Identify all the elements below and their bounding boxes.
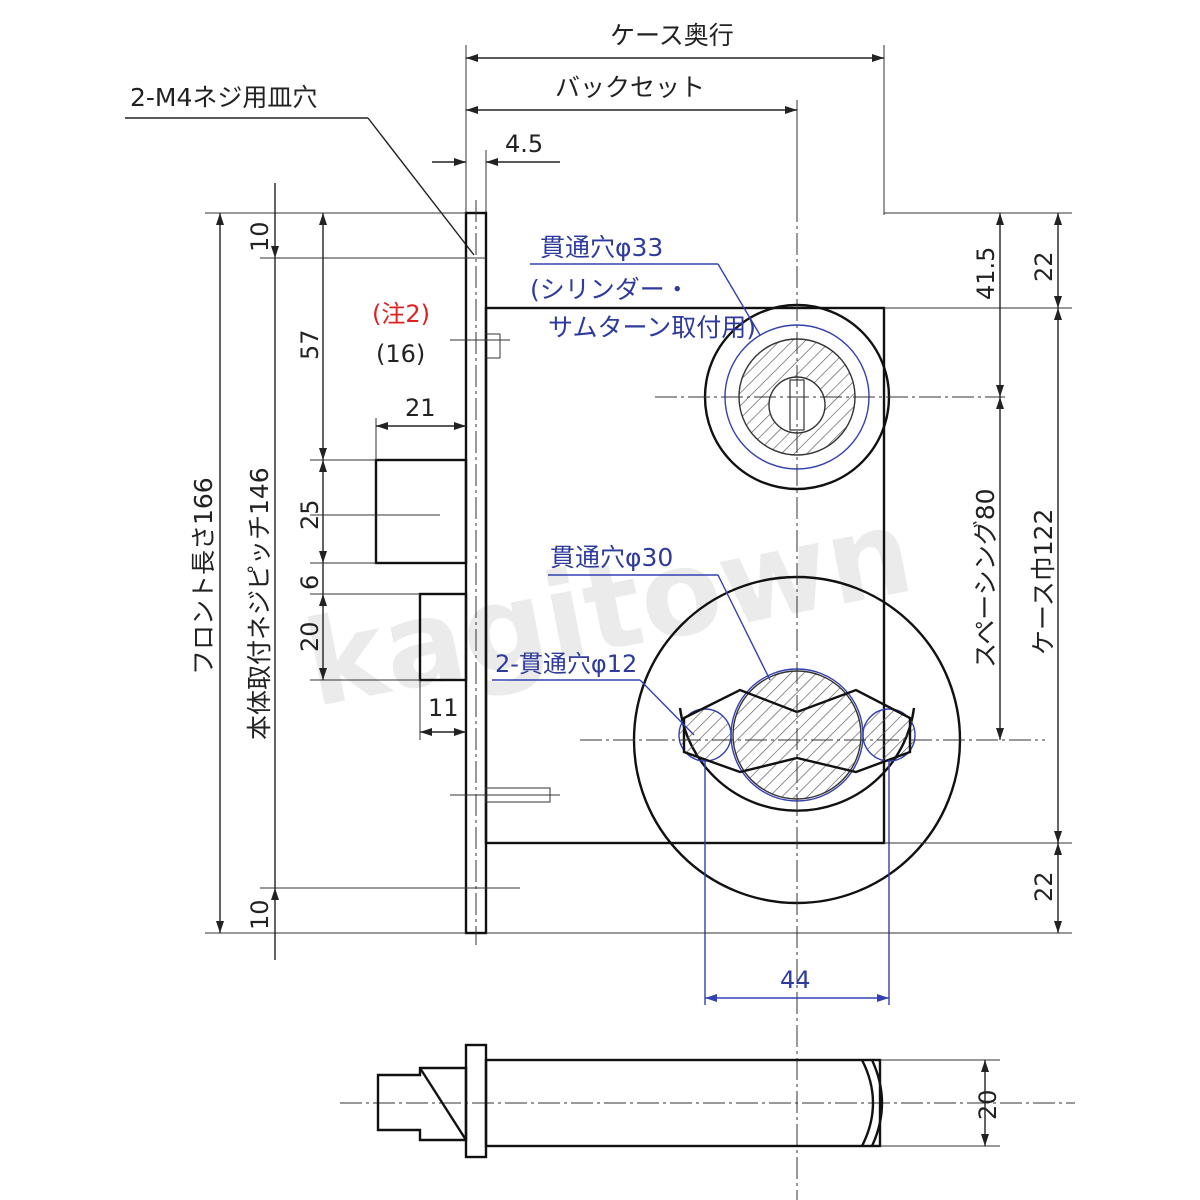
dim-20-side: 20 [974, 1089, 1002, 1120]
dim-6: 6 [296, 575, 324, 590]
top-dimensions: ケース奥行 バックセット 4.5 [432, 21, 885, 215]
hole12-callout [492, 679, 695, 736]
hole30-label: 貫通穴φ30 [550, 543, 673, 572]
dim-21: 21 [405, 394, 436, 422]
dim-16-label: (16) [376, 340, 425, 368]
latch-and-bolt: 21 11 [374, 394, 468, 740]
case-body [484, 306, 886, 845]
dim-20-left: 20 [296, 621, 324, 652]
dim-11: 11 [428, 694, 459, 722]
screw-stub-16 [450, 333, 560, 803]
dim-44-line [704, 760, 890, 1005]
dim-4-5: 4.5 [505, 130, 543, 158]
hole33-sub2: サムターン取付用) [548, 313, 756, 342]
note-2-label: (注2) [372, 300, 430, 328]
front-length-label: フロント長さ166 [189, 477, 218, 675]
left-dimensions [205, 183, 520, 960]
case-depth-label: ケース奥行 [610, 21, 734, 50]
case-width-label: ケース巾122 [1029, 509, 1058, 655]
hole33-sub1: (シリンダー・ [530, 275, 690, 304]
hole30-callout [548, 574, 771, 681]
dim-10-bottom: 10 [246, 899, 274, 930]
dim-25: 25 [296, 499, 324, 530]
screw-hole-label: 2-M4ネジ用皿穴 [130, 83, 317, 112]
hole33-title: 貫通穴φ33 [540, 233, 663, 262]
side-view [340, 1043, 1075, 1159]
backset-label: バックセット [555, 73, 705, 102]
dim-22-top: 22 [1030, 251, 1058, 282]
dim-57: 57 [296, 329, 324, 360]
spacing-label: スペーシング80 [971, 488, 1000, 668]
dim-22-bottom: 22 [1030, 871, 1058, 902]
right-dimensions [486, 212, 1072, 934]
hole33-callout [530, 263, 761, 336]
dim-41-5: 41.5 [972, 247, 1000, 300]
dim-44: 44 [780, 966, 811, 994]
hole12-label: 2-貫通穴φ12 [495, 650, 637, 678]
dim-10-top: 10 [246, 221, 274, 252]
screw-pitch-label: 本体取付ネジピッチ146 [245, 467, 274, 740]
screw-hole-callout: 2-M4ネジ用皿穴 [125, 83, 475, 256]
